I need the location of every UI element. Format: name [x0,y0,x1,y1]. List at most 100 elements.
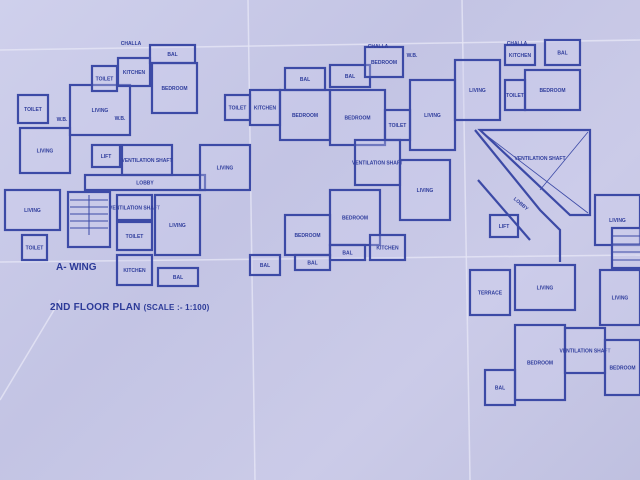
room-label: LIVING [612,296,629,302]
room: BEDROOM [523,68,582,112]
room-label: BEDROOM [292,113,318,119]
room-label: BEDROOM [344,116,370,122]
room-outline [513,263,577,312]
room-label: TOILET [26,246,44,252]
room: TOILET [115,220,154,252]
room: LIVING [593,193,640,247]
small-label: CHALLA [368,44,389,50]
room: KITCHEN [116,56,152,88]
room: KITCHEN [503,43,537,67]
room: VENTILATION SHAFT [109,193,160,222]
room-outline [90,143,122,169]
room: BEDROOM [328,88,387,147]
room-outline [83,173,207,192]
room-outline [248,253,282,277]
room-outline [16,93,50,125]
room-outline [198,143,252,192]
room-label: LIVING [469,88,486,94]
room-outline [120,143,174,177]
room-outline [153,193,202,257]
room: TOILET [503,78,527,112]
room-outline [503,43,537,67]
room-label: LIVING [424,113,441,119]
wing-label: A- WING [56,262,97,273]
room-label: BEDROOM [294,233,320,239]
room-label: BAL [300,77,310,83]
room-outline [363,45,405,79]
room-outline [293,253,332,272]
room-outline [115,193,154,222]
room-label: VENTILATION SHAFT [352,161,403,167]
room-label: KITCHEN [123,70,146,76]
room-label: TOILET [389,123,407,129]
room-label: KITCHEN [376,246,399,252]
room-label: LIVING [37,149,54,155]
small-label: CHALLA [507,41,528,47]
room: LIFT [90,143,122,169]
room: LIVING [153,193,202,257]
room-outline [603,338,640,397]
room: TOILET [20,233,49,262]
room-label: TOILET [126,234,144,240]
staircase-a-wing [66,190,112,249]
room-label: TOILET [96,77,114,83]
room: LIVING [398,158,452,222]
diagonal-lobby: VENTILATION SHAFT LOBBY [474,128,592,262]
room-outline [115,253,154,287]
room-outline [368,233,407,262]
room: LIVING [3,188,62,232]
room: BAL [328,243,367,262]
room-outline [523,68,582,112]
room: TOILET [90,64,119,93]
room-label: KITCHEN [509,53,532,59]
room-outline [328,88,387,147]
room: LOBBY [83,173,207,192]
room-outline [543,38,582,67]
diagonal-shaft-label: VENTILATION SHAFT [514,156,565,162]
room-outline [468,268,512,317]
room: BEDROOM [278,88,332,142]
room-label: LIVING [417,188,434,194]
room-label: TOILET [506,93,524,99]
room-outline [90,64,119,93]
room: TERRACE [468,268,512,317]
room: TOILET [16,93,50,125]
room: LIVING [18,126,72,175]
room-outline [593,193,640,247]
room: BAL [156,266,200,288]
room: BAL [483,368,517,407]
small-label: W.B. [115,116,126,122]
plan-scale: (SCALE :- 1:100) [143,303,210,312]
room-label: LOBBY [136,181,154,187]
room-outline [68,83,132,137]
room-label: BEDROOM [342,216,368,222]
room-label: TOILET [229,106,247,112]
room-outline [328,243,367,262]
room-label: LIVING [24,208,41,214]
room: BAL [248,253,282,277]
room: LIVING [68,83,132,137]
room-label: LIFT [499,224,510,230]
room-label: KITCHEN [123,268,146,274]
room-label: BEDROOM [609,366,635,372]
room: TOILET [383,108,412,142]
room-label: BAL [173,275,183,281]
room-label: LIVING [169,223,186,229]
room-outline [453,58,502,122]
room-outline [598,268,640,327]
room-outline [148,43,197,65]
room: KITCHEN [248,88,282,127]
room: BAL [293,253,332,272]
room-outline [150,61,199,115]
room-outline [156,266,200,288]
diagonal-lobby-label: LOBBY [512,196,530,212]
room-outline [20,233,49,262]
plan-title: 2ND FLOOR PLAN (SCALE :- 1:100) [50,302,209,313]
room: LIVING [513,263,577,312]
room-label: LIVING [217,166,234,172]
room: LIVING [198,143,252,192]
room-label: BAL [260,263,270,269]
